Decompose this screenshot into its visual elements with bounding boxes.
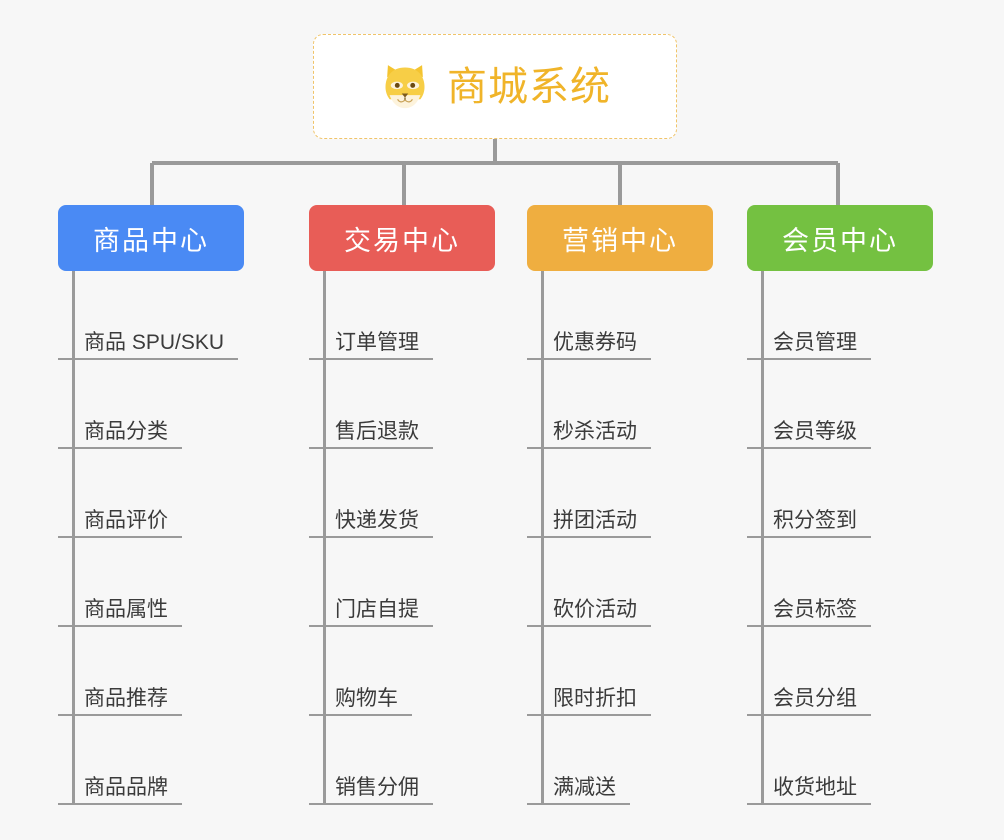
list-item[interactable]: 会员管理 (747, 271, 933, 360)
leaf-label: 优惠券码 (527, 331, 651, 360)
list-item[interactable]: 商品分类 (58, 360, 244, 449)
list-item[interactable]: 商品属性 (58, 538, 244, 627)
category-label: 会员中心 (782, 225, 898, 256)
leaf-list-member-center: 会员管理 会员等级 积分签到 会员标签 会员分组 收货地址 (747, 271, 933, 805)
list-item[interactable]: 收货地址 (747, 716, 933, 805)
list-item[interactable]: 商品推荐 (58, 627, 244, 716)
category-label: 交易中心 (344, 225, 460, 256)
tree-spine (72, 271, 75, 805)
root-title: 商城系统 (447, 64, 611, 109)
category-column-member-center: 会员中心 会员管理 会员等级 积分签到 会员标签 会员分组 收货地址 (747, 205, 933, 805)
shiba-dog-emoji (385, 64, 425, 108)
category-header-product-center[interactable]: 商品中心 (58, 205, 244, 271)
leaf-label: 会员管理 (747, 331, 871, 360)
list-item[interactable]: 购物车 (309, 627, 495, 716)
list-item[interactable]: 优惠券码 (527, 271, 713, 360)
leaf-label: 商品属性 (58, 598, 182, 627)
leaf-label: 拼团活动 (527, 509, 651, 538)
leaf-label: 订单管理 (309, 331, 433, 360)
leaf-label: 购物车 (309, 687, 412, 716)
category-column-product-center: 商品中心 商品 SPU/SKU 商品分类 商品评价 商品属性 商品推荐 商品品牌 (58, 205, 244, 805)
list-item[interactable]: 拼团活动 (527, 449, 713, 538)
leaf-label: 会员等级 (747, 420, 871, 449)
list-item[interactable]: 会员等级 (747, 360, 933, 449)
list-item[interactable]: 售后退款 (309, 360, 495, 449)
tree-spine (323, 271, 326, 805)
tree-spine (541, 271, 544, 805)
tree-spine (761, 271, 764, 805)
leaf-label: 商品推荐 (58, 687, 182, 716)
leaf-label: 砍价活动 (527, 598, 651, 627)
leaf-label: 商品分类 (58, 420, 182, 449)
leaf-list-trade-center: 订单管理 售后退款 快递发货 门店自提 购物车 销售分佣 (309, 271, 495, 805)
leaf-label: 商品评价 (58, 509, 182, 538)
list-item[interactable]: 销售分佣 (309, 716, 495, 805)
category-column-marketing-center: 营销中心 优惠券码 秒杀活动 拼团活动 砍价活动 限时折扣 满减送 (527, 205, 713, 805)
leaf-label: 售后退款 (309, 420, 433, 449)
category-header-marketing-center[interactable]: 营销中心 (527, 205, 713, 271)
list-item[interactable]: 砍价活动 (527, 538, 713, 627)
list-item[interactable]: 商品评价 (58, 449, 244, 538)
leaf-list-product-center: 商品 SPU/SKU 商品分类 商品评价 商品属性 商品推荐 商品品牌 (58, 271, 244, 805)
list-item[interactable]: 会员分组 (747, 627, 933, 716)
leaf-label: 快递发货 (309, 509, 433, 538)
leaf-label: 满减送 (527, 776, 630, 805)
list-item[interactable]: 会员标签 (747, 538, 933, 627)
leaf-label: 会员分组 (747, 687, 871, 716)
list-item[interactable]: 门店自提 (309, 538, 495, 627)
category-label: 营销中心 (562, 225, 678, 256)
leaf-label: 限时折扣 (527, 687, 651, 716)
root-node[interactable]: 商城系统 (313, 34, 677, 139)
leaf-label: 商品品牌 (58, 776, 182, 805)
list-item[interactable]: 限时折扣 (527, 627, 713, 716)
list-item[interactable]: 订单管理 (309, 271, 495, 360)
list-item[interactable]: 满减送 (527, 716, 713, 805)
leaf-label: 门店自提 (309, 598, 433, 627)
category-column-trade-center: 交易中心 订单管理 售后退款 快递发货 门店自提 购物车 销售分佣 (309, 205, 495, 805)
category-label: 商品中心 (93, 225, 209, 256)
leaf-label: 收货地址 (747, 776, 871, 805)
leaf-label: 会员标签 (747, 598, 871, 627)
list-item[interactable]: 商品品牌 (58, 716, 244, 805)
leaf-label: 积分签到 (747, 509, 871, 538)
list-item[interactable]: 快递发货 (309, 449, 495, 538)
list-item[interactable]: 商品 SPU/SKU (58, 271, 244, 360)
leaf-label: 商品 SPU/SKU (58, 331, 239, 360)
list-item[interactable]: 秒杀活动 (527, 360, 713, 449)
category-header-trade-center[interactable]: 交易中心 (309, 205, 495, 271)
list-item[interactable]: 积分签到 (747, 449, 933, 538)
category-header-member-center[interactable]: 会员中心 (747, 205, 933, 271)
leaf-label: 秒杀活动 (527, 420, 651, 449)
leaf-label: 销售分佣 (309, 776, 433, 805)
leaf-list-marketing-center: 优惠券码 秒杀活动 拼团活动 砍价活动 限时折扣 满减送 (527, 271, 713, 805)
